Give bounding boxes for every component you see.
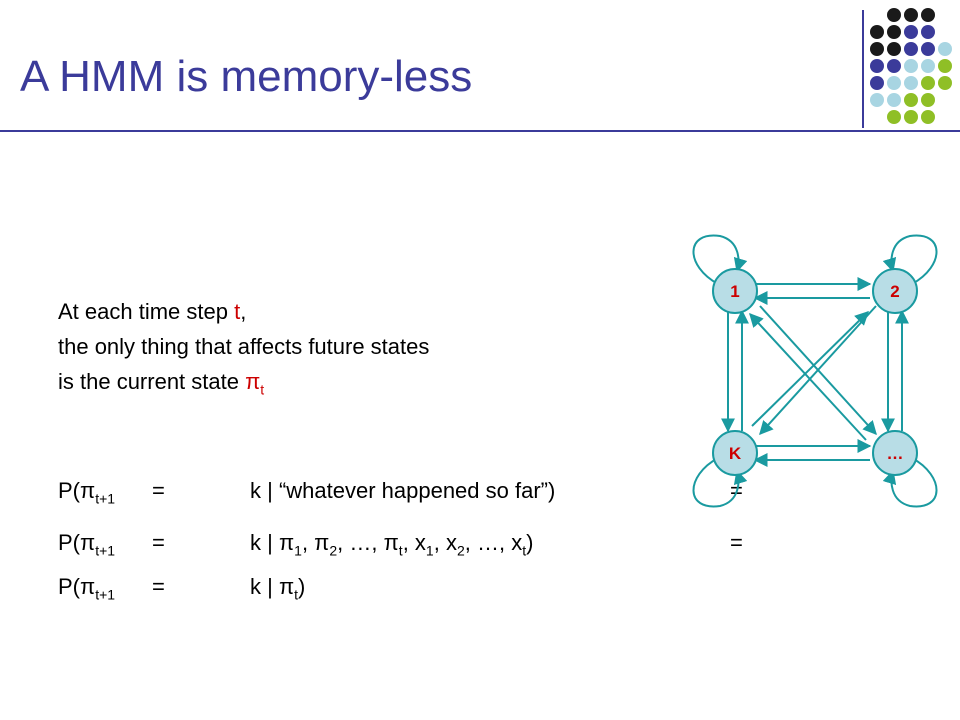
svg-text:…: … xyxy=(887,444,904,463)
decorative-dot xyxy=(904,76,918,90)
decorative-dot xyxy=(870,25,884,39)
decorative-dot xyxy=(904,42,918,56)
decorative-dot xyxy=(921,42,935,56)
state-node-2: 2 xyxy=(872,268,918,314)
decorative-dot xyxy=(887,59,901,73)
decorative-dot xyxy=(938,59,952,73)
decorative-dot xyxy=(904,25,918,39)
line-current-state: is the current state πt xyxy=(58,369,265,398)
state-node-ellipsis: … xyxy=(872,430,918,476)
svg-text:K: K xyxy=(729,444,742,463)
decorative-dot xyxy=(904,110,918,124)
decorative-dot xyxy=(921,25,935,39)
edge-ellipsis-to-1 xyxy=(749,312,867,441)
decorative-dot xyxy=(921,59,935,73)
decorative-dot xyxy=(870,42,884,56)
decorative-dot xyxy=(887,8,901,22)
line-future-states: the only thing that affects future state… xyxy=(58,334,430,359)
decorative-dot xyxy=(887,42,901,56)
transition-edges xyxy=(692,234,938,508)
decorative-dot xyxy=(938,42,952,56)
line-time-step: At each time step t, xyxy=(58,299,247,324)
self-loop-1 xyxy=(692,234,748,285)
decorative-dot xyxy=(904,93,918,107)
decorative-dot xyxy=(921,93,935,107)
slide-title: A HMM is memory-less xyxy=(20,52,473,101)
self-loop-2 xyxy=(882,234,938,285)
decorative-dot xyxy=(904,8,918,22)
state-node-k: K xyxy=(712,430,758,476)
corner-divider xyxy=(862,10,864,128)
decorative-dot xyxy=(887,93,901,107)
explanation-text: At each time step t, the only thing that… xyxy=(58,294,429,399)
decorative-dot xyxy=(870,59,884,73)
decorative-dot xyxy=(887,76,901,90)
state-node-1: 1 xyxy=(712,268,758,314)
decorative-dot xyxy=(887,110,901,124)
title-underline xyxy=(0,130,960,132)
decorative-dot xyxy=(921,8,935,22)
hmm-state-graph: 1 2 K … xyxy=(692,234,938,508)
decorative-dot xyxy=(870,93,884,107)
decorative-dot xyxy=(921,110,935,124)
decorative-dot xyxy=(921,76,935,90)
self-loop-ellipsis xyxy=(882,457,938,508)
decorative-dot xyxy=(904,59,918,73)
edge-k-to-2 xyxy=(751,311,869,427)
decorative-dot xyxy=(938,76,952,90)
decorative-dot xyxy=(887,25,901,39)
self-loop-k xyxy=(692,457,748,508)
svg-text:1: 1 xyxy=(730,282,739,301)
svg-text:2: 2 xyxy=(890,282,899,301)
edge-2-to-k xyxy=(759,305,877,436)
decorative-dot xyxy=(870,76,884,90)
